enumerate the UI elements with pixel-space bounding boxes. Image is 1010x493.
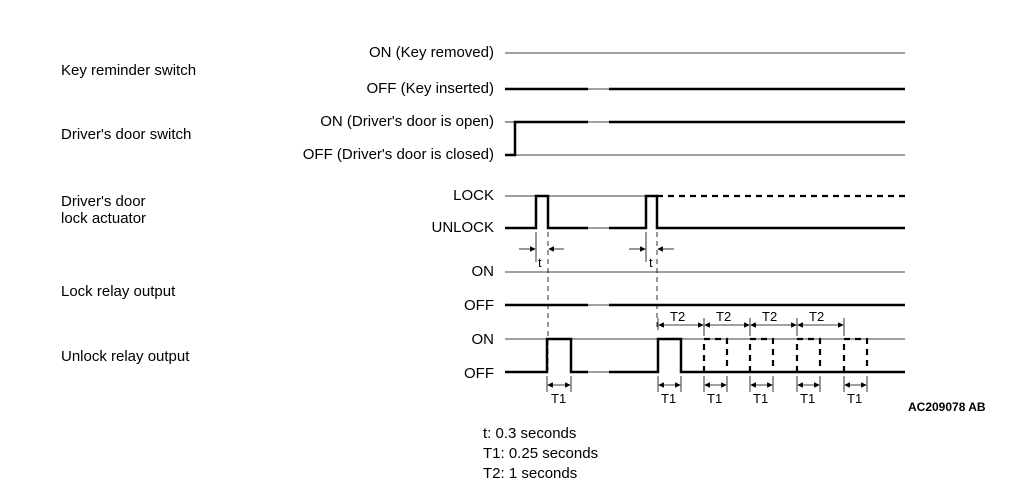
t1-label-4: T1 [753,391,769,406]
door-switch-wave-a [505,120,588,157]
unlock-relay-wave-b [609,337,905,374]
t-label-1: t [538,255,542,270]
unlock-relay-off-label: OFF [464,365,494,382]
lock-relay-off-label: OFF [464,297,494,314]
t2-label-2: T2 [716,309,732,324]
figure-code: AC209078 AB [908,400,986,414]
lock-actuator-wave-b [609,194,905,230]
t2-label-4: T2 [809,309,825,324]
lock-actuator-lock-label: LOCK [453,187,494,204]
lock-relay-output-label: Lock relay output [61,283,176,300]
legend-t: t: 0.3 seconds [483,425,577,442]
t1-label-3: T1 [707,391,723,406]
key-reminder-on-label: ON (Key removed) [368,44,494,61]
lock-relay-on-label: ON [471,263,495,280]
lock-actuator-label-line2: lock actuator [61,210,147,227]
key-reminder-off-label: OFF (Key inserted) [366,80,494,97]
unlock-relay-dashed-pulse-2 [748,337,775,372]
unlock-relay-dashed-pulse-1 [702,337,729,372]
t1-label-6: T1 [847,391,863,406]
t1-label-5: T1 [800,391,816,406]
legend-t1: T1: 0.25 seconds [483,445,599,462]
key-reminder-switch-label: Key reminder switch [61,62,197,79]
lock-actuator-label-line1: Driver's door [61,193,146,210]
unlock-relay-output-label: Unlock relay output [61,348,190,365]
t-label-2: t [649,255,653,270]
t1-label-1: T1 [551,391,567,406]
door-switch-on-label: ON (Driver's door is open) [320,113,494,130]
t2-label-1: T2 [670,309,686,324]
unlock-relay-dashed-pulse-3 [795,337,822,372]
drivers-door-switch-label: Driver's door switch [61,126,192,143]
lock-actuator-unlock-label: UNLOCK [431,219,494,236]
lock-actuator-wave-a [505,194,588,230]
unlock-relay-on-label: ON [471,331,495,348]
t1-label-2: T1 [661,391,677,406]
unlock-relay-dashed-pulse-4 [842,337,869,372]
unlock-relay-wave-a [505,337,588,374]
legend-t2: T2: 1 seconds [483,465,578,482]
door-switch-off-label: OFF (Driver's door is closed) [302,146,494,163]
t2-label-3: T2 [762,309,778,324]
